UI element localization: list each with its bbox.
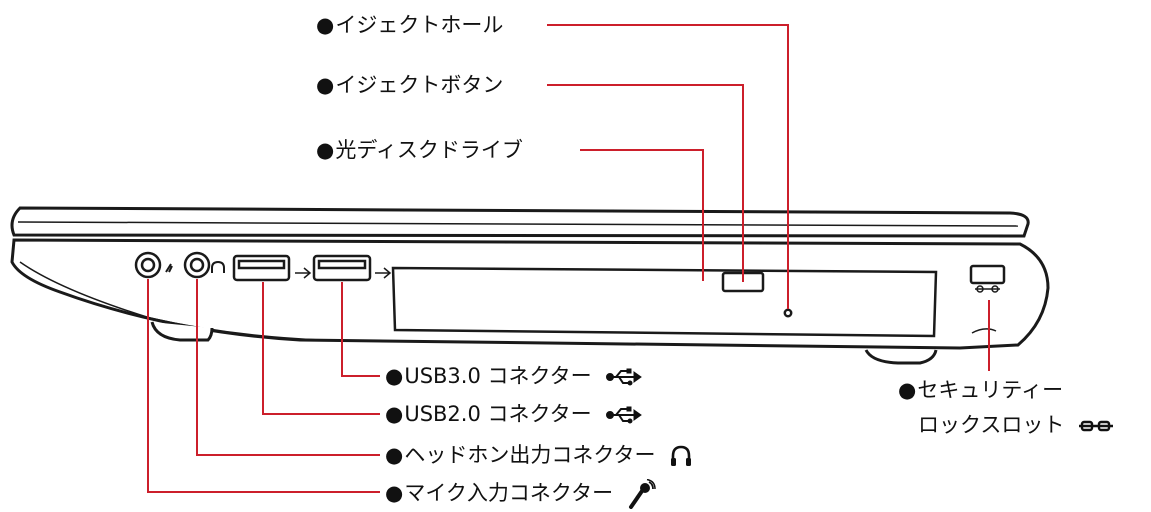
usb-icon	[606, 406, 643, 424]
leader-usb20	[262, 282, 380, 415]
bullet: ●	[385, 364, 404, 388]
label-eject-button: ●イジェクトボタン	[316, 72, 503, 98]
bullet: ●	[898, 378, 917, 402]
bullet: ●	[385, 443, 404, 467]
leader-eject-hole	[547, 24, 789, 309]
leader-lines	[147, 24, 990, 493]
headphone-jack	[183, 251, 225, 279]
mic-jack	[134, 251, 173, 279]
laptop-lid	[10, 206, 1030, 238]
label-eject-button-text: イジェクトボタン	[335, 73, 504, 97]
leader-optical-drive	[580, 149, 704, 281]
label-security-line1: ●セキュリティー	[898, 377, 1063, 403]
bullet: ●	[316, 73, 335, 97]
security-slot	[969, 264, 1006, 334]
leader-eject-button	[547, 84, 744, 282]
headphone-icon	[671, 445, 692, 466]
usb20-port	[232, 254, 312, 282]
security-lock-icon	[1079, 420, 1114, 432]
label-usb30-text: USB3.0 コネクター	[404, 364, 592, 388]
microphone-icon	[628, 479, 656, 509]
label-optical-drive-text: 光ディスクドライブ	[335, 138, 523, 162]
label-headphone-text: ヘッドホン出力コネクター	[404, 443, 656, 467]
label-mic: ●マイク入力コネクター	[385, 479, 656, 509]
leader-mic	[147, 279, 380, 493]
label-headphone: ●ヘッドホン出力コネクター	[385, 442, 692, 468]
leader-usb30	[341, 282, 380, 377]
usb-icon	[606, 368, 643, 386]
label-optical-drive: ●光ディスクドライブ	[316, 137, 523, 163]
label-usb20: ●USB2.0 コネクター	[385, 401, 643, 427]
label-security-line2: ロックスロット	[918, 412, 1114, 438]
label-usb30: ●USB3.0 コネクター	[385, 363, 643, 389]
bullet: ●	[316, 13, 335, 37]
bullet: ●	[385, 402, 404, 426]
label-security-text-1: セキュリティー	[917, 378, 1064, 402]
label-mic-text: マイク入力コネクター	[404, 481, 614, 505]
label-usb20-text: USB2.0 コネクター	[404, 402, 592, 426]
label-eject-hole-text: イジェクトホール	[335, 13, 504, 37]
usb30-port	[312, 254, 392, 282]
bullet: ●	[316, 138, 335, 162]
leader-headphone	[196, 279, 380, 456]
label-eject-hole: ●イジェクトホール	[316, 12, 503, 38]
label-security-text-2: ロックスロット	[918, 413, 1065, 437]
bullet: ●	[385, 481, 404, 505]
